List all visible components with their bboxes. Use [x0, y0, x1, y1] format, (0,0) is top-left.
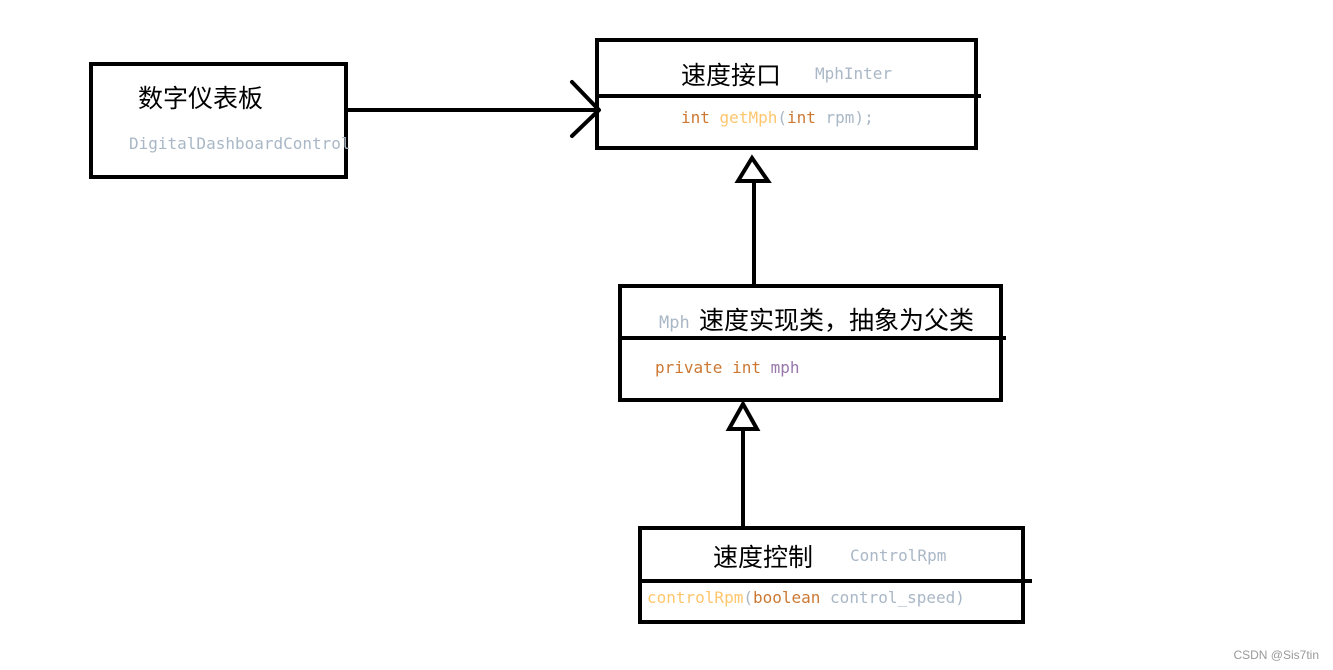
- control-method-name: controlRpm: [647, 588, 744, 607]
- field-modifier: private: [655, 358, 723, 377]
- association-arrow: [346, 80, 601, 138]
- impl-box: [618, 284, 1003, 402]
- interface-title: 速度接口: [681, 61, 782, 90]
- control-divider: [640, 579, 1032, 583]
- param-name: rpm: [825, 108, 855, 127]
- impl-field: private int mph: [655, 360, 800, 376]
- control-method-open: (: [743, 588, 753, 607]
- control-method-close: ): [955, 588, 965, 607]
- inheritance-arrow-impl-to-interface: [734, 154, 772, 284]
- method-open-paren: (: [777, 108, 787, 127]
- impl-class-name: Mph: [659, 313, 690, 333]
- control-param-type: boolean: [752, 588, 821, 607]
- dashboard-box: [89, 62, 348, 179]
- impl-title: 速度实现类，抽象为父类: [699, 306, 975, 335]
- interface-class-name: MphInter: [815, 64, 893, 83]
- method-return-type: int: [681, 108, 710, 127]
- control-class-name: ControlRpm: [850, 546, 947, 565]
- control-box: [638, 526, 1025, 624]
- control-method: controlRpm(boolean control_speed): [647, 590, 965, 606]
- interface-method: int getMph(int rpm);: [681, 110, 874, 126]
- inheritance-triangle-lower: [725, 399, 761, 431]
- dashboard-title: 数字仪表板: [138, 84, 264, 113]
- inheritance-arrow-control-to-impl: [725, 399, 761, 528]
- interface-divider: [597, 94, 981, 98]
- param-type: int: [786, 108, 816, 127]
- control-title: 速度控制: [713, 543, 814, 572]
- method-close: );: [854, 108, 874, 127]
- inheritance-triangle-upper: [734, 154, 772, 183]
- impl-divider: [620, 336, 1006, 340]
- dashboard-class-name: DigitalDashboardControl: [129, 134, 351, 153]
- method-name: getMph: [719, 108, 778, 127]
- footer-watermark: CSDN @Sis7tin: [1233, 648, 1319, 662]
- field-type: int: [732, 358, 761, 377]
- field-name: mph: [770, 358, 800, 377]
- association-arrowhead: [570, 80, 601, 138]
- control-param-name: control_speed: [830, 588, 956, 607]
